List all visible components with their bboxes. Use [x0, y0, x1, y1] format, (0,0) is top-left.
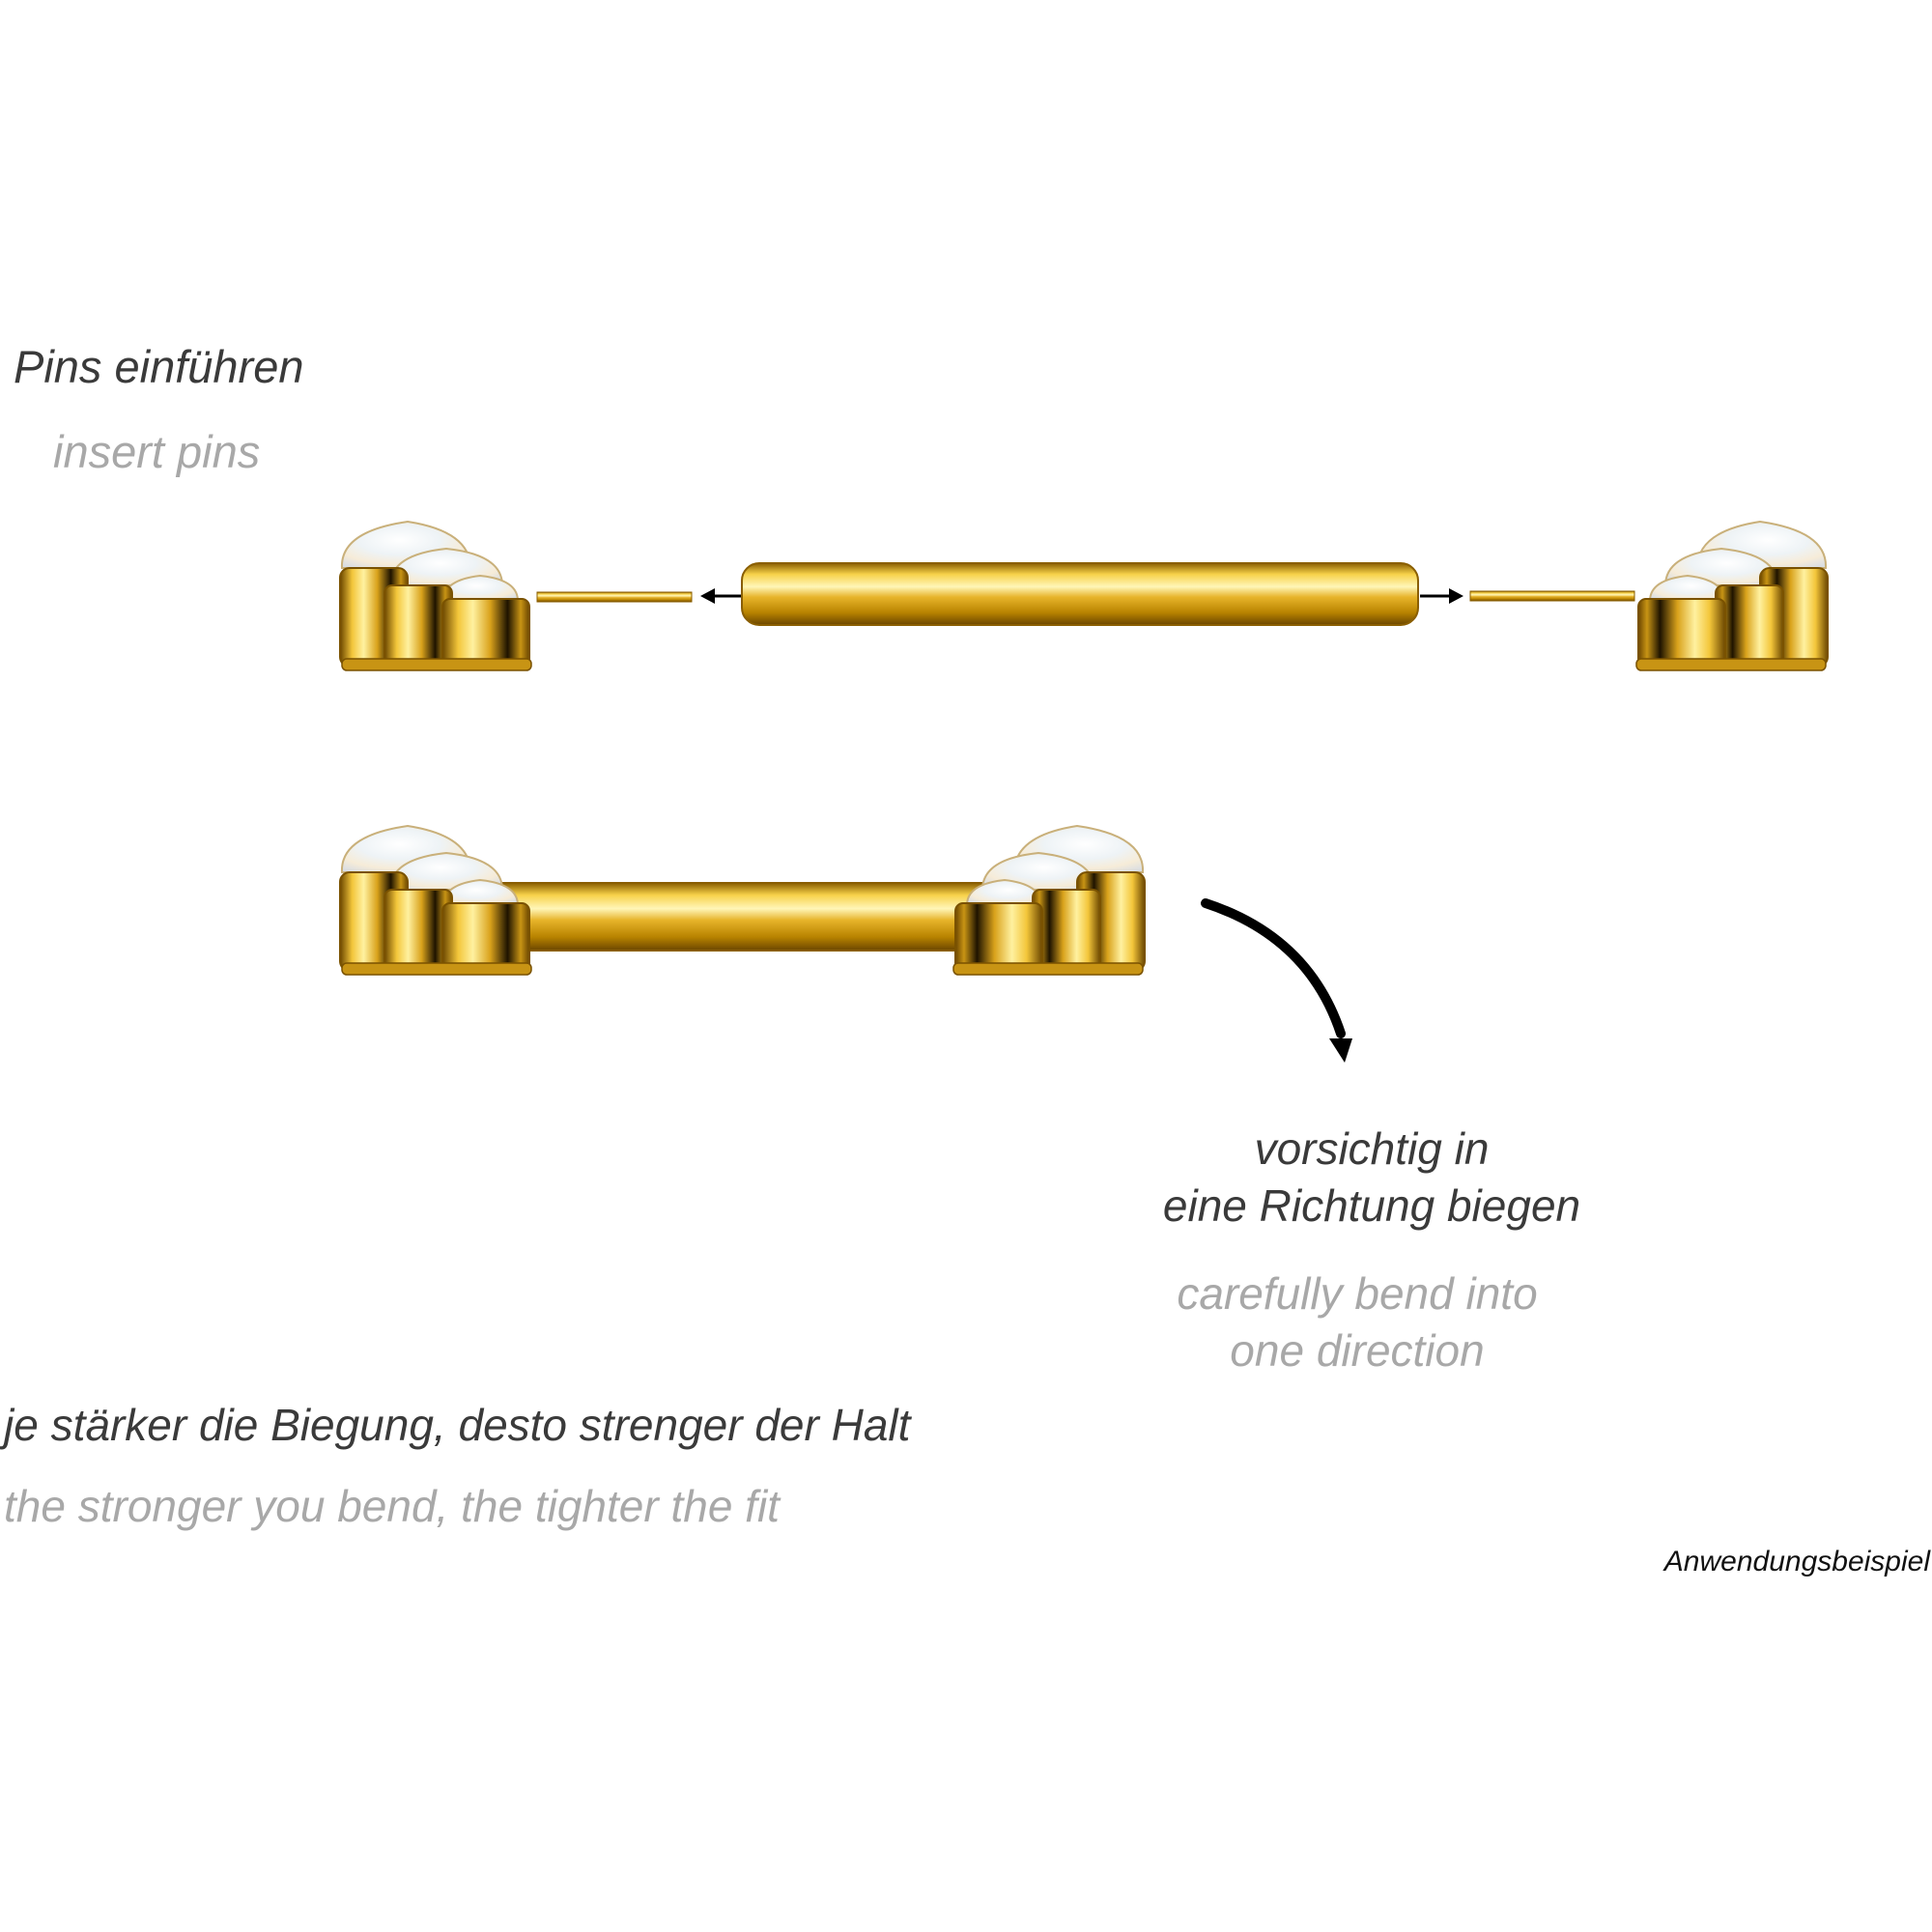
left-end-with-pin	[339, 521, 693, 671]
fit-note-english: the stronger you bend, the tighter the f…	[4, 1481, 780, 1531]
step2-title-english: carefully bend into one direction	[1140, 1265, 1575, 1379]
step2-german-line1: vorsichtig in	[1254, 1123, 1490, 1174]
right-end-with-pin	[1469, 521, 1829, 671]
arrow-right-icon	[1420, 588, 1463, 604]
step1-title-english: insert pins	[53, 426, 261, 477]
step1-title-german: Pins einführen	[14, 341, 304, 392]
barbell-bar	[741, 562, 1419, 626]
curved-bend-arrow-icon	[1201, 898, 1352, 1063]
step2-english-line2: one direction	[1230, 1325, 1485, 1376]
assembled-barbell	[339, 825, 1146, 976]
step2-title-german: vorsichtig in eine Richtung biegen	[1140, 1121, 1604, 1235]
step2-german-line2: eine Richtung biegen	[1162, 1180, 1581, 1231]
fit-note-german: je stärker die Biegung, desto strenger d…	[4, 1400, 911, 1450]
example-label: Anwendungsbeispiel	[1663, 1546, 1930, 1577]
step2-english-line1: carefully bend into	[1177, 1268, 1538, 1319]
arrow-left-icon	[700, 588, 742, 604]
